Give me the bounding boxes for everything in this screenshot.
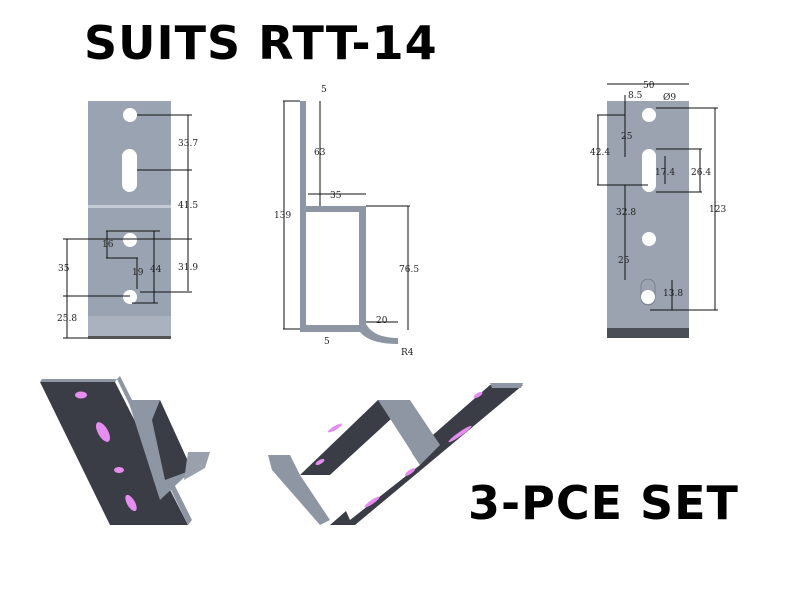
svg-text:33.7: 33.7 xyxy=(178,139,198,149)
svg-text:50: 50 xyxy=(643,81,655,91)
svg-text:76.5: 76.5 xyxy=(399,265,419,275)
svg-text:41.5: 41.5 xyxy=(178,201,198,211)
side-view: 5 63 139 35 76.5 20 5 R4 xyxy=(274,85,419,358)
svg-text:5: 5 xyxy=(324,337,330,347)
svg-text:R4: R4 xyxy=(401,348,414,358)
svg-text:25: 25 xyxy=(621,132,633,142)
svg-text:5: 5 xyxy=(321,85,327,95)
product-title: SUITS RTT-14 xyxy=(84,16,438,70)
svg-text:32.8: 32.8 xyxy=(616,208,636,218)
svg-text:19: 19 xyxy=(132,268,144,278)
set-label: 3-PCE SET xyxy=(468,476,739,530)
svg-text:26.4: 26.4 xyxy=(691,168,711,178)
svg-text:35: 35 xyxy=(330,191,342,201)
svg-text:42.4: 42.4 xyxy=(590,148,610,158)
rear-view: 50 8.5 Ø9 25 42.4 17.4 26.4 32.8 123 25 … xyxy=(590,81,726,338)
svg-text:123: 123 xyxy=(709,205,726,215)
svg-text:35: 35 xyxy=(58,264,70,274)
svg-text:31.9: 31.9 xyxy=(178,263,198,273)
svg-text:63: 63 xyxy=(314,148,326,158)
isometric-view-left xyxy=(40,376,210,525)
svg-text:25: 25 xyxy=(618,256,630,266)
svg-text:20: 20 xyxy=(376,316,388,326)
front-view: 33.7 41.5 31.9 16 19 44 35 25.8 xyxy=(57,101,198,339)
svg-text:25.8: 25.8 xyxy=(57,314,77,324)
svg-text:16: 16 xyxy=(102,240,114,250)
svg-text:17.4: 17.4 xyxy=(655,168,675,178)
svg-text:44: 44 xyxy=(150,265,162,275)
svg-text:13.8: 13.8 xyxy=(663,289,683,299)
isometric-view-right xyxy=(268,383,523,525)
svg-text:8.5: 8.5 xyxy=(628,91,643,101)
svg-text:139: 139 xyxy=(274,211,291,221)
svg-text:Ø9: Ø9 xyxy=(663,92,676,103)
